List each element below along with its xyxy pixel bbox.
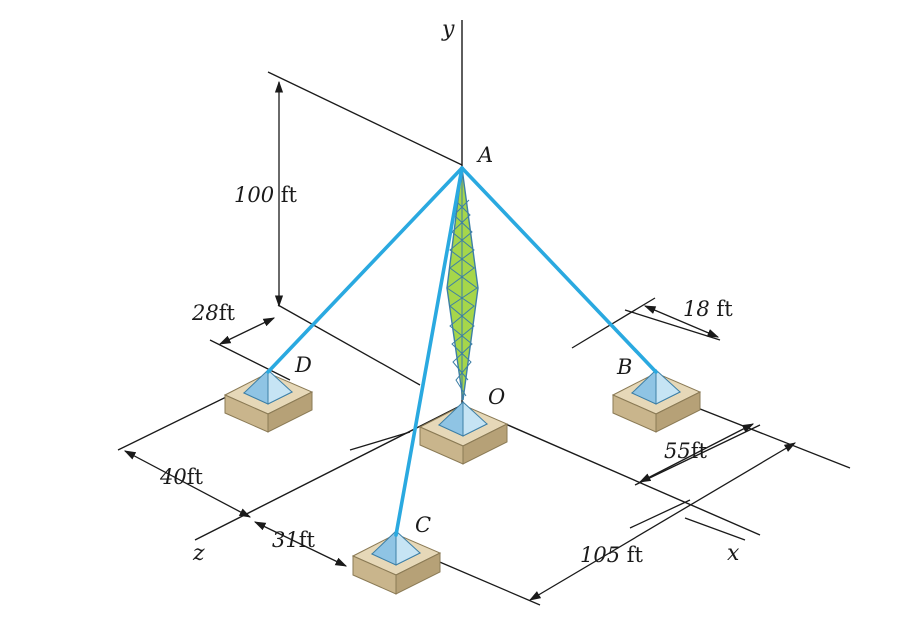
cable-ac <box>394 166 464 537</box>
point-label-b: B <box>616 355 632 379</box>
dim-label-height: 100 ft <box>234 183 298 207</box>
point-label-c: C <box>415 513 431 537</box>
dim-label-31: 31ft <box>272 528 316 552</box>
ground-line-105-ext <box>629 499 691 529</box>
ground-line-c-x <box>434 559 541 606</box>
ground-line-b-far <box>689 404 851 469</box>
dim-31-arrow <box>253 521 348 567</box>
dim-label-105: 105 ft <box>580 543 644 567</box>
ground-line-c-z <box>349 431 411 451</box>
base-c <box>351 529 442 595</box>
cable-ad <box>266 166 464 374</box>
dim-105-arrow <box>528 442 797 601</box>
dim-28-arrow <box>218 317 276 345</box>
dim-18-arrow <box>643 305 720 338</box>
height-extension-line <box>267 71 463 166</box>
tower <box>446 167 479 401</box>
point-label-a: A <box>476 143 493 167</box>
dim-label-28: 28ft <box>191 301 236 325</box>
base-b <box>611 368 702 433</box>
ground-line-x-tick <box>684 517 746 541</box>
axis-label-z: z <box>192 541 205 566</box>
axis-label-y: y <box>441 17 455 42</box>
dim-label-18: 18 ft <box>683 297 733 321</box>
dim-40-arrow <box>123 450 252 518</box>
base-o <box>418 400 509 465</box>
axis-label-x: x <box>727 541 740 566</box>
ground-line-d-row <box>277 304 421 386</box>
ground-line-b-x <box>571 297 656 349</box>
cable-ab <box>460 166 658 374</box>
dim-label-55: 55ft <box>664 439 708 463</box>
point-label-d: D <box>294 353 312 377</box>
base-d <box>223 368 314 433</box>
ground-line-d-short <box>209 339 291 381</box>
dim-label-40: 40ft <box>159 465 204 489</box>
point-label-o: O <box>488 385 505 409</box>
